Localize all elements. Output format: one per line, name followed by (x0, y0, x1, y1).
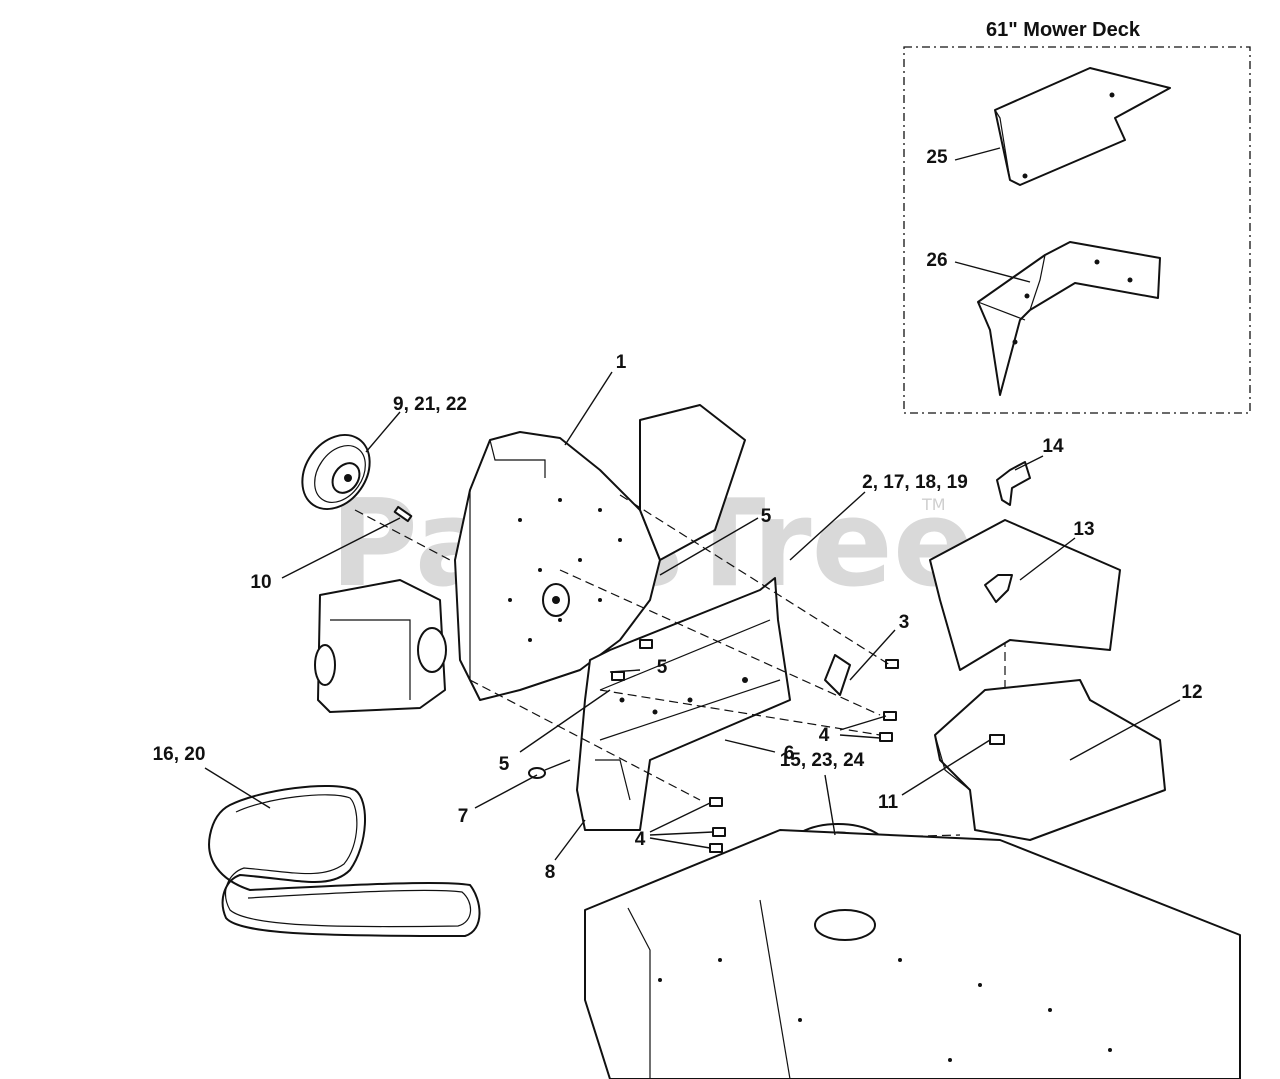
bolt-set (611, 639, 899, 853)
part-25-bracket (994, 67, 1171, 186)
inset-title: 61" Mower Deck (986, 19, 1141, 41)
callout-25: 25 (926, 147, 948, 168)
mower-deck (584, 829, 1241, 1079)
callout-26: 26 (926, 250, 947, 271)
callout-15-23-24: 15, 23, 24 (780, 750, 865, 771)
callout-4-right: 4 (819, 725, 830, 746)
callout-5-top: 5 (761, 506, 772, 527)
knob-14 (984, 461, 1031, 603)
callout-14: 14 (1042, 436, 1064, 457)
part-3-handle (824, 654, 851, 696)
callout-16-20: 16, 20 (153, 744, 206, 765)
eyebolt-7 (528, 759, 571, 779)
drive-belt (208, 785, 481, 937)
callout-1: 1 (616, 352, 627, 373)
callout-13: 13 (1073, 519, 1094, 540)
pulley-upper (301, 433, 371, 511)
shield-13 (929, 519, 1121, 671)
callout-11: 11 (878, 792, 899, 813)
callout-12: 12 (1181, 682, 1202, 703)
clip-11 (989, 734, 1005, 745)
key-10 (393, 505, 413, 523)
blower-housing (454, 404, 746, 701)
callout-5-mid: 5 (657, 657, 668, 678)
callout-3: 3 (899, 612, 910, 633)
callout-7: 7 (458, 806, 469, 827)
callout-5-low: 5 (499, 754, 510, 775)
callout-10: 10 (250, 572, 271, 593)
gearbox (314, 579, 447, 713)
inset-frame (903, 46, 1251, 414)
callout-6: 6 (784, 743, 795, 764)
callout-4-low: 4 (635, 829, 646, 850)
callout-2-17-18-19: 2, 17, 18, 19 (862, 472, 968, 493)
watermark-trademark: TM (921, 495, 946, 514)
callout-8: 8 (545, 862, 556, 883)
callout-9-21-22: 9, 21, 22 (393, 394, 467, 415)
leader-lines (204, 147, 1181, 861)
shield-12 (934, 679, 1166, 841)
part-26-bracket (977, 241, 1161, 396)
